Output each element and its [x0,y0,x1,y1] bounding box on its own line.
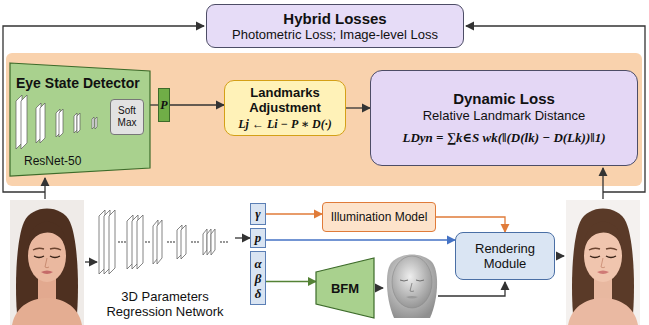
parameter-cell: α β δ [250,251,266,305]
network-layers [95,204,235,284]
cnn-layers [14,93,110,155]
box-title: Eye State Detector [16,75,140,91]
formula: LDyn = ∑k∈S wk(‖(D(lk) − D(Lk))‖1) [402,130,605,146]
box-title: Hybrid Losses [283,10,386,27]
loss-box: Hybrid LossesPhotometric Loss; Image-lev… [206,4,464,48]
box-text: Relative Landmark Distance [423,108,586,123]
variable-label: P [160,98,167,113]
network-label: 3D Parameters Regression Network [95,289,235,319]
connector-arrow [266,281,316,282]
parameter-cell: p [250,228,266,248]
face-mesh [387,255,437,319]
connector-arrow [235,237,250,238]
network-illustration: 3D Parameters Regression Network [95,200,235,322]
illumination-box: Illumination Model [322,202,436,232]
backbone-label: ResNet-50 [24,155,81,168]
parameter-symbol: α β δ [251,256,265,301]
box-text: Photometric Loss; Image-level Loss [232,27,438,42]
box-text: Illumination Model [331,210,428,224]
formula: Lj ← Li − P ∗ D(·) [238,117,331,132]
box-text: Rendering Module [458,241,552,271]
input-face [10,200,84,325]
parameter-symbol: γ [255,206,260,222]
image-connectors [3,26,645,296]
softmax-box: Soft Max [110,99,144,135]
connector-arrow [436,217,505,232]
detector-trapezoid: Eye State DetectorResNet-50 Soft Max [10,63,150,176]
box-text: Soft Max [111,105,143,129]
connector-arrow [150,104,158,105]
loss-box: Dynamic LossRelative Landmark DistanceLD… [370,70,638,166]
connector-arrow [170,104,224,105]
parameter-cell: γ [250,203,266,225]
box-title: Dynamic Loss [453,90,555,107]
render-box: Rendering Module [455,232,555,280]
box-title: Landmarks Adjustment [228,85,342,115]
parameter-symbol: p [255,230,262,246]
connector-arrow [266,213,322,214]
bfm-trapezoid: BFM [316,258,374,318]
adjust-box: Landmarks Adjustment Lj ← Li − P ∗ D(·) [224,80,346,136]
rendered-face [566,200,640,325]
probability-bar: P [158,88,170,122]
connector-arrow [346,107,370,108]
box-title: BFM [331,281,359,296]
connector-arrow [266,239,455,240]
